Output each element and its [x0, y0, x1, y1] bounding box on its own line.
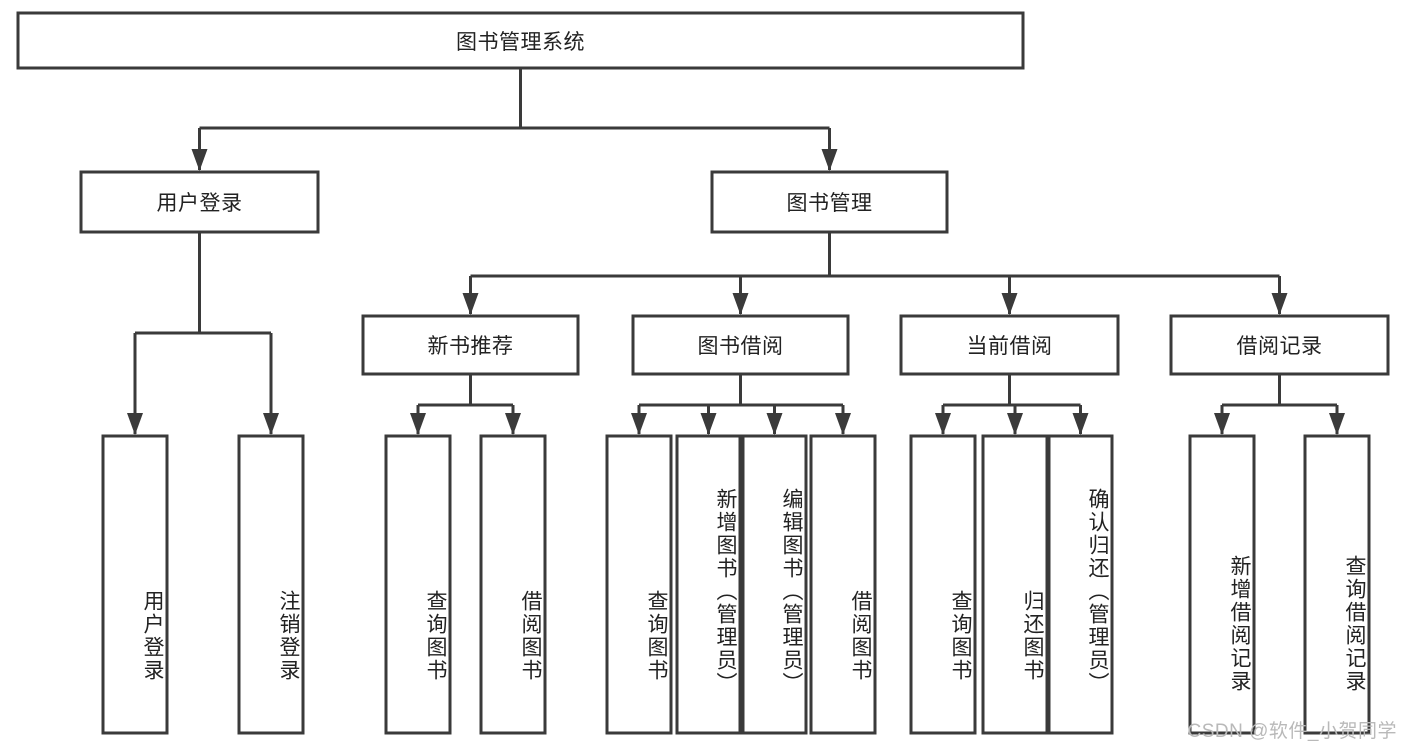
arrow-head-icon: [410, 413, 426, 435]
connector-group: [127, 68, 1345, 435]
node-box-leaf-2[interactable]: [384, 434, 452, 735]
arrow-head-icon: [821, 149, 838, 171]
arrow-head-icon: [127, 413, 143, 435]
arrow-head-icon: [1001, 293, 1018, 315]
node-box-leaf-3[interactable]: [479, 434, 547, 735]
arrow-head-icon: [935, 413, 951, 435]
arrow-head-icon: [835, 413, 851, 435]
node-box-leaf-1[interactable]: [237, 434, 305, 735]
node-box-leaf-8[interactable]: [909, 434, 977, 735]
node-box-leaf-11[interactable]: [1188, 434, 1256, 735]
arrow-head-icon: [732, 293, 749, 315]
node-box-level3-2[interactable]: [899, 314, 1120, 376]
arrow-head-icon: [631, 413, 647, 435]
arrow-head-icon: [1214, 413, 1230, 435]
node-box-leaf-5[interactable]: [675, 434, 742, 735]
node-box-level2-0[interactable]: [79, 170, 320, 234]
watermark-text: CSDN @软件_小贺同学: [1187, 721, 1397, 742]
node-box-leaf-12[interactable]: [1303, 434, 1371, 735]
node-box-level3-3[interactable]: [1169, 314, 1390, 376]
node-box-level2-1[interactable]: [710, 170, 949, 234]
node-box-leaf-6[interactable]: [741, 434, 808, 735]
node-box-leaf-10[interactable]: [1047, 434, 1114, 735]
arrow-head-icon: [766, 413, 783, 435]
node-box-leaf-7[interactable]: [809, 434, 877, 735]
node-box-leaf-4[interactable]: [605, 434, 673, 735]
arrow-head-icon: [505, 413, 521, 435]
arrow-head-icon: [1329, 413, 1345, 435]
node-box-level3-1[interactable]: [631, 314, 850, 376]
arrow-head-icon: [191, 149, 208, 171]
arrow-head-icon: [1072, 413, 1089, 435]
node-box-leaf-0[interactable]: [101, 434, 169, 735]
node-box-group: [16, 11, 1390, 735]
arrow-head-icon: [1007, 413, 1023, 435]
arrow-head-icon: [263, 413, 279, 435]
arrow-head-icon: [1271, 293, 1288, 315]
arrow-head-icon: [700, 413, 717, 435]
node-box-level3-0[interactable]: [361, 314, 580, 376]
node-box-root[interactable]: [16, 11, 1025, 70]
arrow-head-icon: [462, 293, 479, 315]
node-box-leaf-9[interactable]: [981, 434, 1049, 735]
